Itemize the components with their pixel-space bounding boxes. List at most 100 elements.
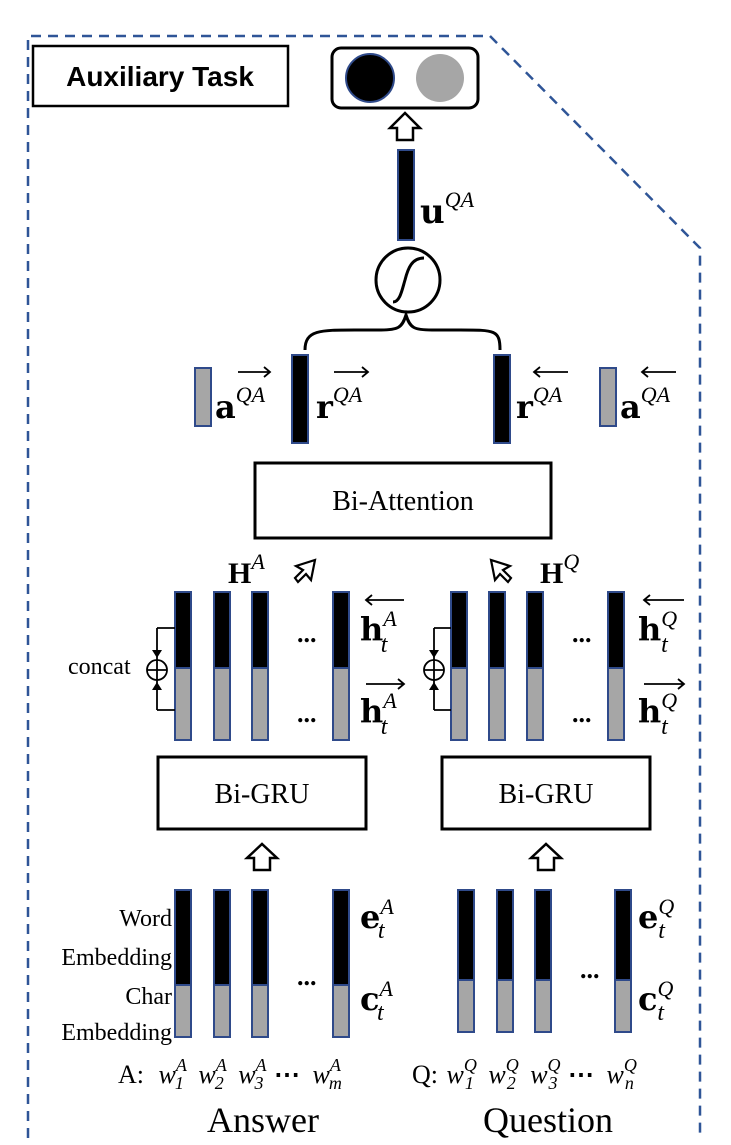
question-title: Question [483, 1100, 613, 1140]
answer-hidden-ellipsis-bottom: ... [297, 699, 317, 728]
question-hidden-forward-cell [607, 667, 625, 741]
r-forward-arrow-icon [334, 366, 370, 378]
question-hidden-ellipsis-bottom: ... [572, 699, 592, 728]
auxiliary-task-boundary [26, 34, 702, 1138]
bi-gru-answer-label: Bi-GRU [215, 779, 310, 810]
a-backward-vector [599, 367, 617, 427]
concat-label: concat [68, 654, 131, 680]
answer-word-embedding-cell [213, 889, 231, 986]
title: Auxiliary Task [66, 61, 254, 92]
answer-char-embedding-cell [332, 984, 350, 1038]
answer-word-embedding-cell [174, 889, 192, 986]
h-forward-answer-arrow-icon [366, 678, 406, 690]
concat-question-symbol [423, 627, 451, 711]
question-hidden-ellipsis-top: ... [572, 619, 592, 648]
h-forward-question-arrow-icon [644, 678, 686, 690]
bi-attention-box [253, 461, 553, 540]
sigmoid-node [374, 246, 442, 314]
answer-embeddings [174, 889, 350, 1038]
output-negative-node [416, 54, 464, 102]
question-word-embedding-cell [614, 889, 632, 981]
word-embedding-label-line1: Word [119, 906, 172, 932]
question-word-embedding-cell [496, 889, 514, 981]
question-embedding-ellipsis: ... [580, 955, 600, 984]
char-embedding-label-line1: Char [125, 984, 172, 1010]
u-qa-label: uQA [420, 187, 475, 232]
question-char-embedding-cell [496, 979, 514, 1033]
answer-hidden-forward-cell [251, 667, 269, 741]
r-backward-arrow-icon [532, 366, 568, 378]
answer-hidden-forward-cell [174, 667, 192, 741]
answer-char-embedding-cell [251, 984, 269, 1038]
question-embeddings [457, 889, 632, 1033]
answer-hidden-backward-cell [332, 591, 350, 669]
answer-char-embedding-cell [213, 984, 231, 1038]
r-backward-vector [493, 354, 511, 444]
answer-hidden-forward-cell [332, 667, 350, 741]
bi-attention-label: Bi-Attention [332, 486, 474, 517]
sigmoid-curve-icon [392, 256, 425, 304]
question-hidden-forward-cell [526, 667, 544, 741]
r-forward-vector [291, 354, 309, 444]
answer-hidden-states [174, 591, 350, 741]
h-question-label: HQ [540, 549, 579, 590]
a-backward-label: aQA [620, 382, 671, 426]
answer-hidden-backward-cell [213, 591, 231, 669]
a-forward-vector [194, 367, 212, 427]
bi-gru-answer-box [156, 755, 368, 831]
u-qa-vector [397, 149, 415, 241]
answer-hidden-backward-cell [251, 591, 269, 669]
combine-brace [303, 309, 502, 351]
a-backward-arrow-icon [640, 366, 676, 378]
question-hidden-states [450, 591, 625, 741]
bi-gru-question-box [440, 755, 652, 831]
bi-gru-question-label: Bi-GRU [499, 779, 594, 810]
arrow-h-question-to-attention [489, 558, 513, 584]
question-char-embedding-cell [534, 979, 552, 1033]
a-forward-arrow-icon [238, 366, 272, 378]
answer-word-embedding-cell [332, 889, 350, 986]
question-hidden-backward-cell [526, 591, 544, 669]
answer-word-embedding-cell [251, 889, 269, 986]
output-positive-node [345, 53, 395, 103]
question-hidden-backward-cell [607, 591, 625, 669]
answer-embedding-ellipsis: ... [297, 962, 317, 991]
question-hidden-backward-cell [488, 591, 506, 669]
question-hidden-forward-cell [488, 667, 506, 741]
r-forward-label: rQA [316, 382, 363, 426]
h-answer-label: HA [228, 549, 265, 590]
answer-hidden-backward-cell [174, 591, 192, 669]
question-hidden-forward-cell [450, 667, 468, 741]
answer-title: Answer [207, 1100, 319, 1140]
question-word-embedding-cell [534, 889, 552, 981]
arrow-h-answer-to-attention [293, 558, 317, 584]
title-box [31, 44, 290, 108]
arrow-to-bi-gru-question [527, 842, 565, 872]
question-char-embedding-cell [614, 979, 632, 1033]
answer-char-embedding-cell [174, 984, 192, 1038]
char-embedding-label-line2: Embedding [61, 1020, 172, 1046]
word-embedding-label-line2: Embedding [61, 945, 172, 971]
question-word-embedding-cell [457, 889, 475, 981]
arrow-to-output [386, 111, 424, 142]
h-backward-answer-arrow-icon [364, 594, 404, 606]
answer-hidden-ellipsis-top: ... [297, 619, 317, 648]
question-char-embedding-cell [457, 979, 475, 1033]
arrow-to-bi-gru-answer [243, 842, 281, 872]
r-backward-label: rQA [516, 382, 563, 426]
answer-hidden-forward-cell [213, 667, 231, 741]
h-backward-question-arrow-icon [642, 594, 684, 606]
concat-answer-symbol [146, 627, 175, 711]
a-forward-label: aQA [215, 382, 266, 426]
question-hidden-backward-cell [450, 591, 468, 669]
